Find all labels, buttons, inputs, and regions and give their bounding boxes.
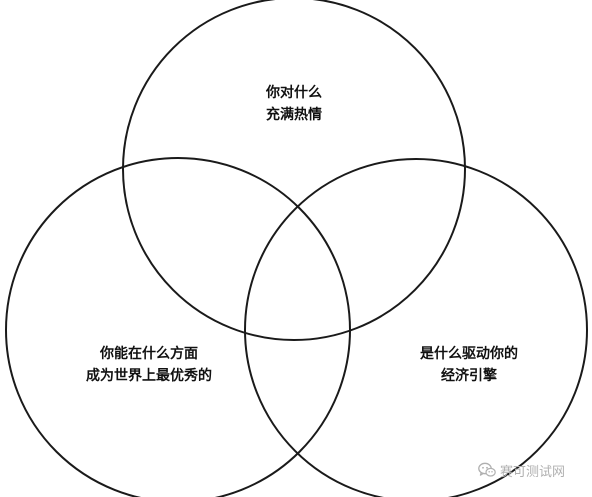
watermark: 赛可测试网 <box>478 459 565 481</box>
watermark-text: 赛可测试网 <box>500 464 566 480</box>
circle-left <box>5 157 351 497</box>
circle-right <box>244 158 588 497</box>
label-passion-line-1: 你对什么 <box>266 85 322 101</box>
label-passion: 你对什么 充满热情 <box>266 82 322 126</box>
wechat-icon <box>478 462 496 477</box>
label-economic-engine-line-1: 是什么驱动你的 <box>420 346 518 362</box>
circle-top <box>122 0 466 341</box>
label-best-at: 你能在什么方面 成为世界上最优秀的 <box>86 343 212 387</box>
label-best-at-line-2: 成为世界上最优秀的 <box>86 368 212 384</box>
label-passion-line-2: 充满热情 <box>266 107 322 123</box>
label-economic-engine: 是什么驱动你的 经济引擎 <box>420 343 518 387</box>
label-economic-engine-line-2: 经济引擎 <box>441 368 497 384</box>
label-best-at-line-1: 你能在什么方面 <box>100 346 198 362</box>
